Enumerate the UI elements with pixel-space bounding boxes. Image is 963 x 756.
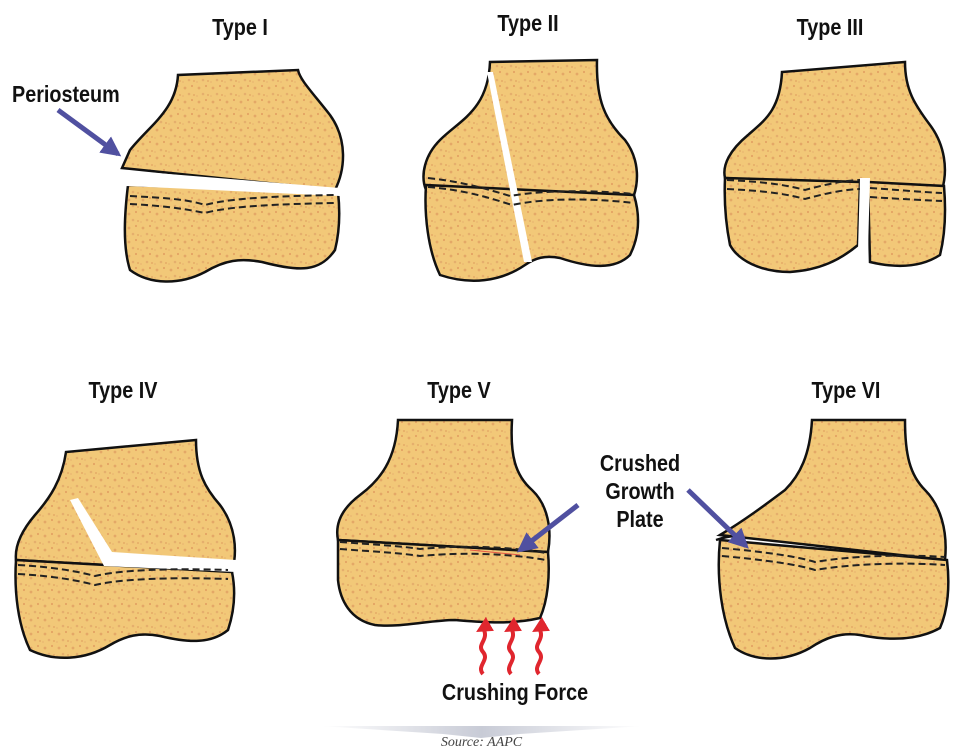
crushed-label-line-1: Crushed — [593, 449, 688, 477]
crushing-force-arrows — [481, 628, 541, 674]
crushed-plate-arrow-type6 — [688, 490, 746, 546]
type-1-title: Type I — [171, 14, 309, 41]
bone-type-5 — [337, 420, 549, 626]
crushed-label-line-3: Plate — [593, 505, 688, 533]
source-caption: Source: AAPC — [0, 735, 963, 751]
bone-type-1 — [120, 70, 343, 282]
force-arrow-1 — [481, 628, 485, 674]
crushed-growth-plate-label: Crushed Growth Plate — [593, 449, 688, 533]
type-4-title: Type IV — [54, 377, 192, 404]
type-2-title: Type II — [459, 10, 597, 37]
crushed-label-line-2: Growth — [593, 477, 688, 505]
bone-type-6 — [716, 420, 948, 659]
type-6-title: Type VI — [777, 377, 915, 404]
force-arrow-2 — [509, 628, 513, 674]
force-arrow-3 — [537, 628, 541, 674]
type-5-title: Type V — [390, 377, 528, 404]
bone-type-3 — [724, 62, 945, 272]
bone-type-2 — [424, 60, 639, 281]
crushing-force-label: Crushing Force — [433, 678, 596, 706]
bone-type-4 — [16, 440, 236, 658]
type-3-title: Type III — [761, 14, 899, 41]
periosteum-label: Periosteum — [12, 80, 120, 108]
periosteum-arrow — [58, 110, 118, 154]
